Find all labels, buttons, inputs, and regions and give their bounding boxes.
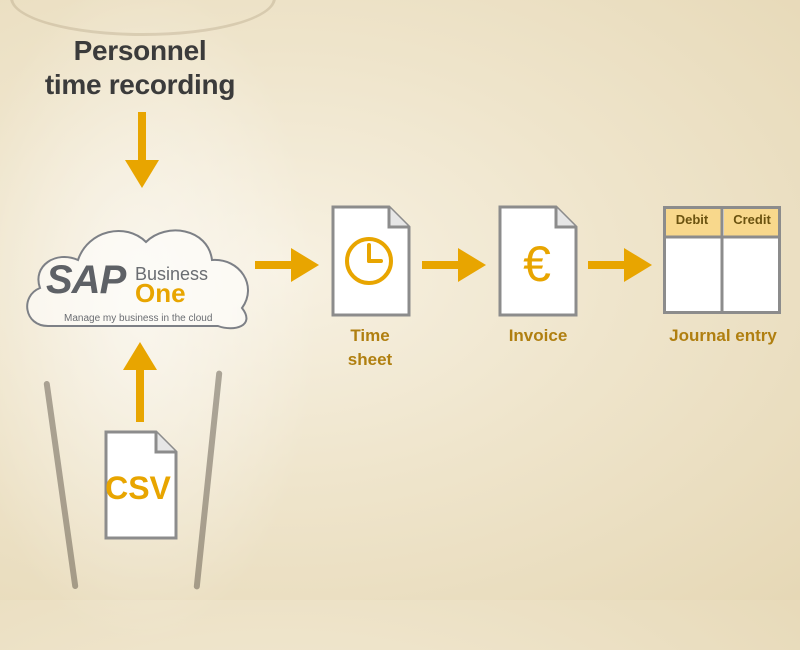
- credit-column-header: Credit: [733, 212, 771, 227]
- journal-entry-label: Journal entry: [669, 326, 777, 345]
- csv-document-icon: [104, 430, 178, 540]
- arrow-right-icon: [422, 248, 486, 282]
- euro-symbol: €: [523, 236, 551, 292]
- sap-business-text: Business: [135, 264, 209, 284]
- page-title: Personnel time recording: [44, 35, 236, 100]
- sap-one-text: One: [135, 278, 186, 308]
- sap-logo: SAP: [46, 258, 126, 302]
- journal-entry-table-icon: [663, 206, 781, 314]
- debit-column-header: Debit: [675, 212, 709, 227]
- arrow-right-icon: [588, 248, 652, 282]
- sap-cloud-icon: [26, 229, 249, 330]
- invoice-label: Invoice: [508, 326, 568, 345]
- arrow-down-icon: [125, 112, 159, 188]
- arrow-up-icon: [123, 342, 157, 422]
- timesheet-document-icon: [331, 205, 411, 317]
- csv-label: CSV: [105, 470, 171, 506]
- arrow-right-icon: [255, 248, 319, 282]
- invoice-document-icon: €: [498, 205, 578, 317]
- timesheet-label: Time sheet: [347, 326, 393, 369]
- sap-tagline: Manage my business in the cloud: [64, 313, 213, 324]
